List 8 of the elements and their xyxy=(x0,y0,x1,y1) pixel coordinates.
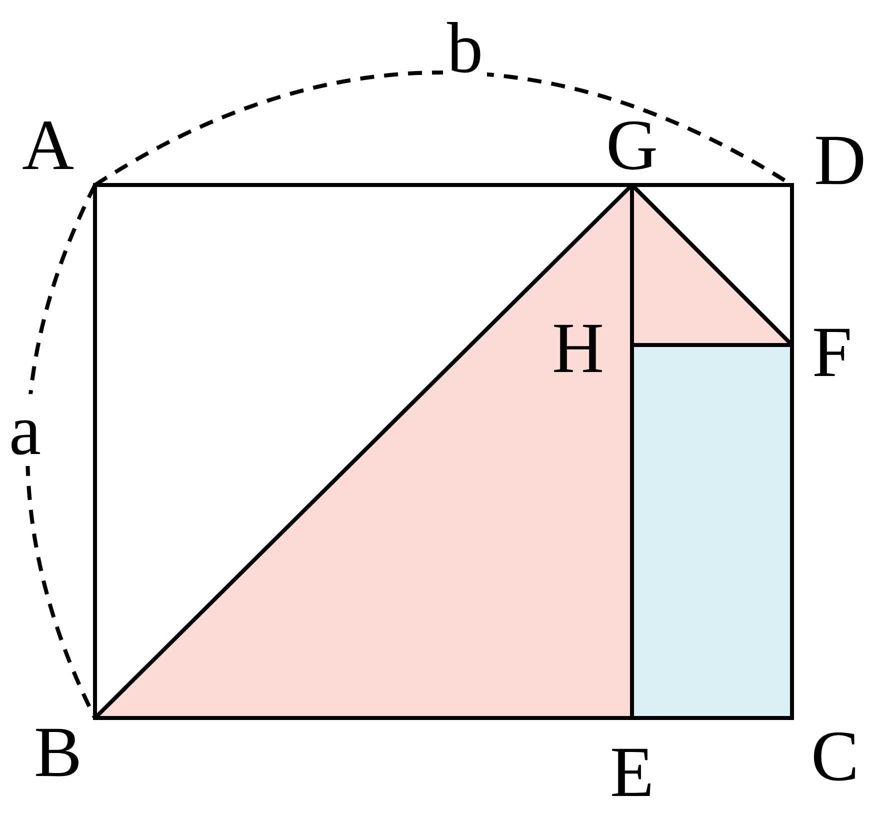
point-label: B xyxy=(32,716,84,788)
point-label: D xyxy=(813,124,867,196)
point-label: C xyxy=(810,720,860,792)
point-label: F xyxy=(810,316,854,388)
point-label: A xyxy=(21,109,75,181)
point-label: E xyxy=(609,736,655,808)
point-label: G xyxy=(605,109,659,181)
point-label: H xyxy=(551,312,605,384)
